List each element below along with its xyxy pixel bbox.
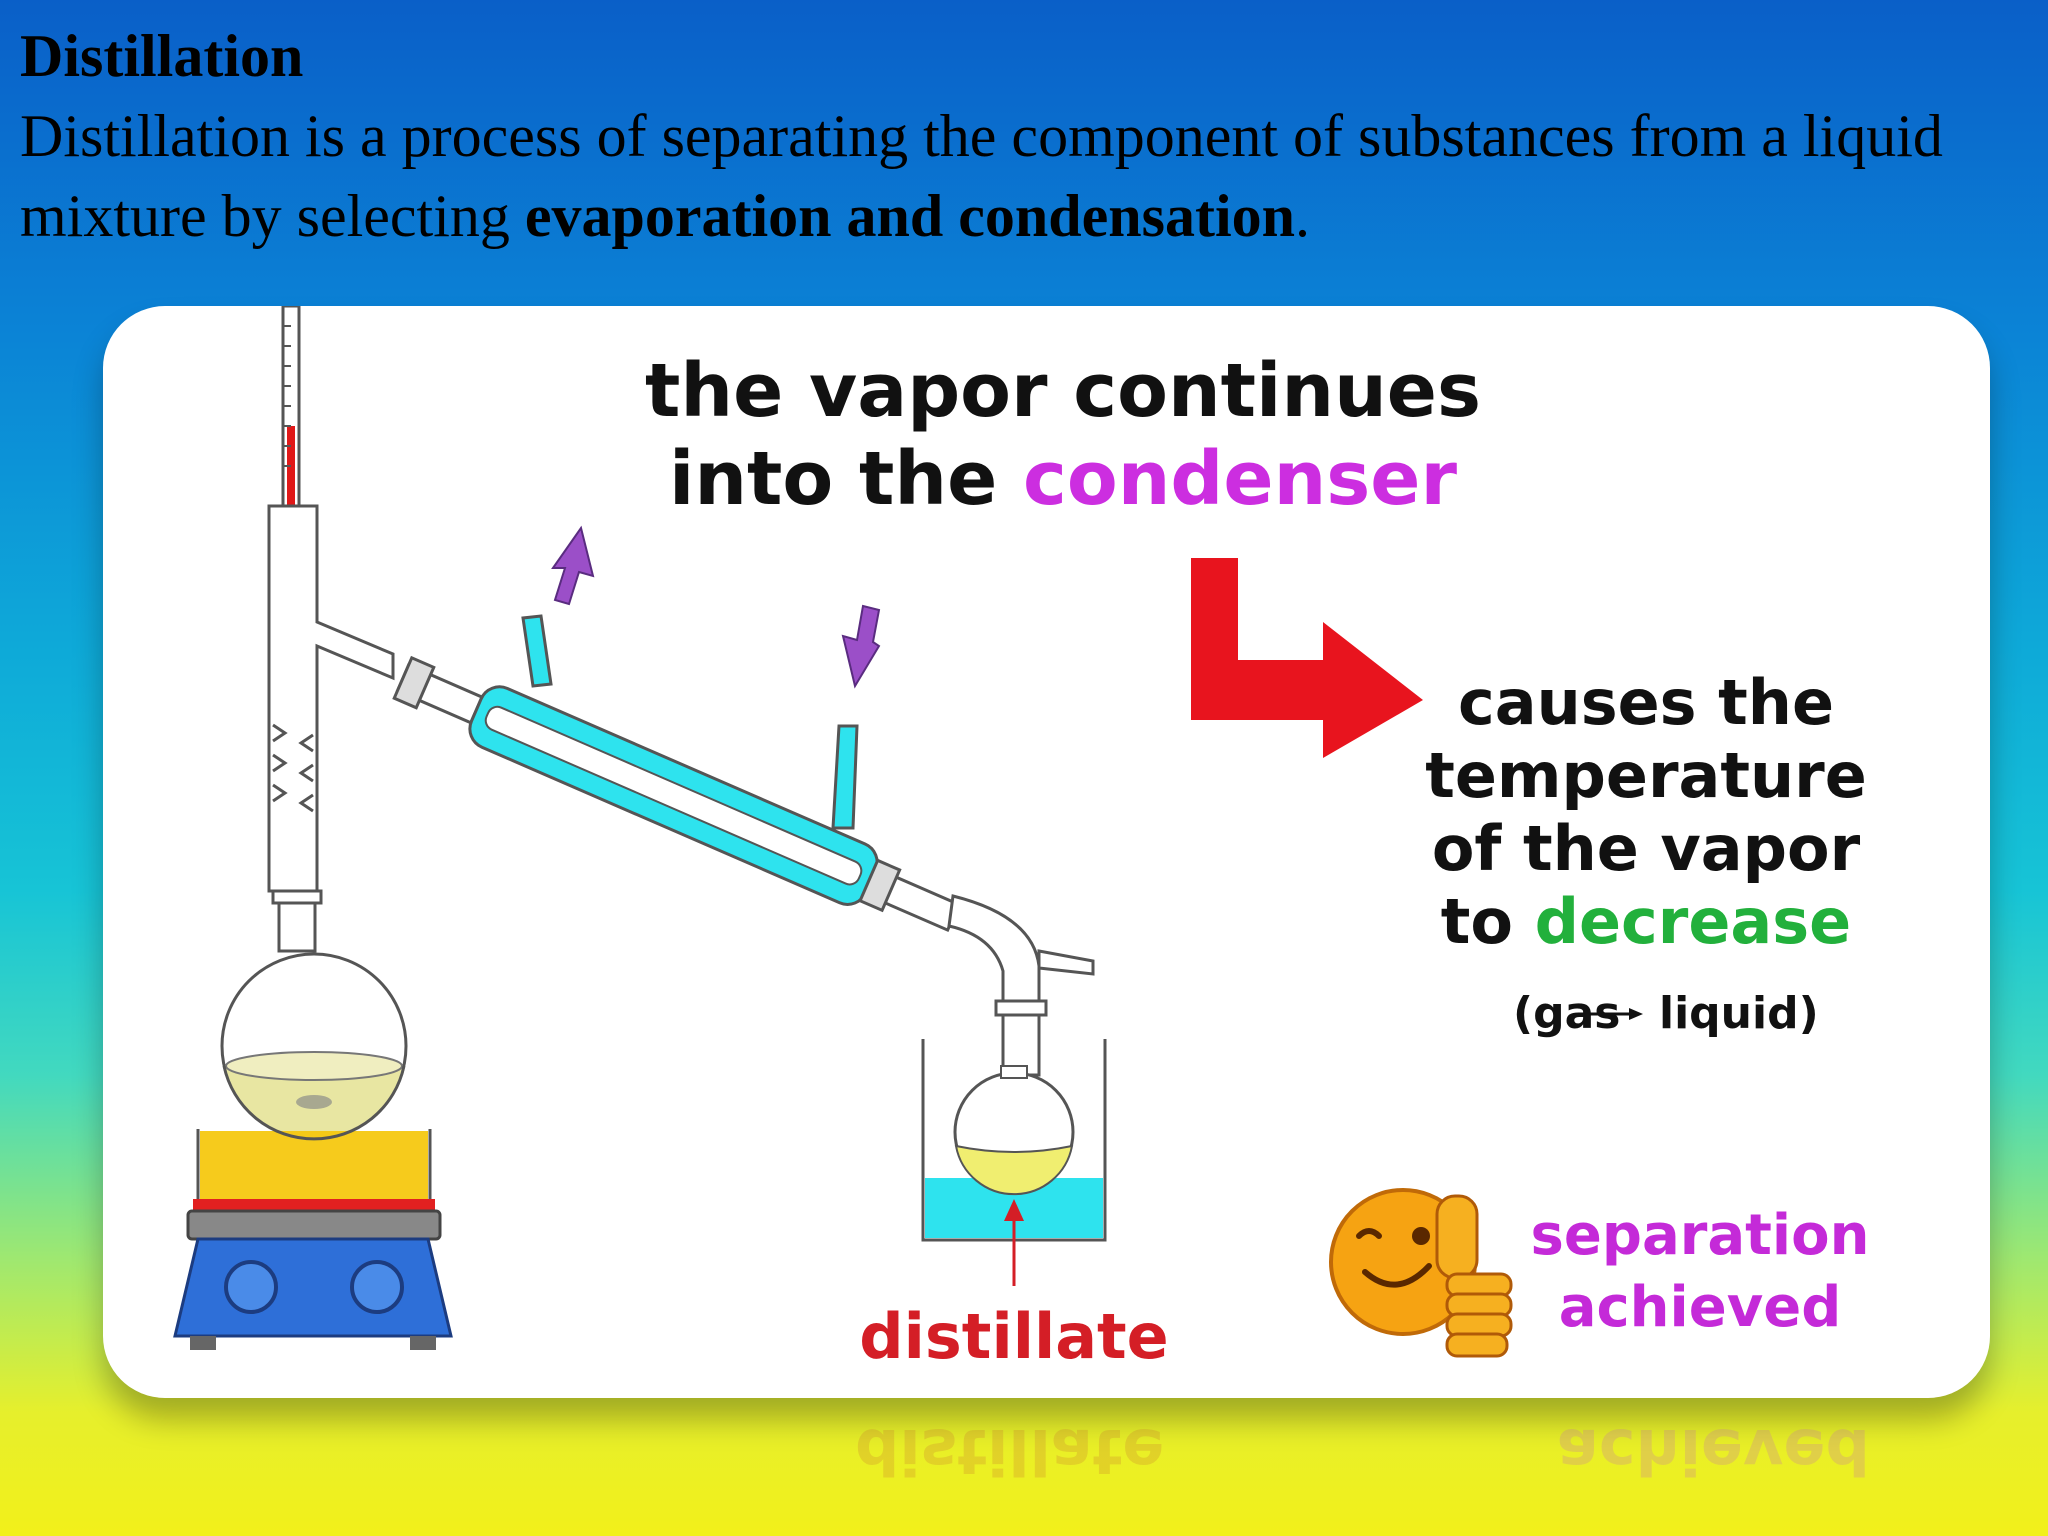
thumbs-up-smiley-icon	[1329, 1188, 1513, 1358]
slide-heading: Distillation Distillation is a process o…	[20, 16, 2030, 256]
distillation-column	[267, 504, 395, 953]
causes-text-line4: to decrease	[1441, 885, 1851, 958]
separation-text-line2: achieved	[1559, 1275, 1842, 1340]
gas-to-liquid-arrow-icon	[1585, 1008, 1643, 1020]
description-bold-text: evaporation and condensation	[524, 183, 1296, 249]
condenser	[392, 655, 961, 933]
water-in-arrow	[841, 604, 881, 689]
reflection-content: distillate achieved	[103, 1400, 1990, 1536]
description-text: Distillation is a process of separating …	[20, 103, 1943, 249]
reflection-achieved-text: achieved	[1557, 1415, 1870, 1488]
liquid-label: liquid)	[1659, 988, 1819, 1039]
reflection-distillate-text: distillate	[855, 1415, 1165, 1488]
distillation-diagram: the vapor continues into the condenser c…	[173, 306, 1870, 1373]
slide-description: Distillation is a process of separating …	[20, 96, 2030, 256]
causes-text-line1: causes the	[1458, 666, 1834, 739]
condenser-highlight: condenser	[1023, 436, 1457, 522]
causes-text-line3: of the vapor	[1432, 812, 1861, 885]
distillate-label: distillate	[859, 1300, 1168, 1373]
distillate-pointer-arrow	[1004, 1199, 1024, 1286]
heating-bath	[193, 1065, 435, 1213]
vapor-text-line2: into the condenser	[669, 436, 1457, 522]
red-bent-arrow	[1191, 558, 1423, 758]
separation-text-line1: separation	[1531, 1203, 1870, 1268]
vapor-text-line1: the vapor continues	[645, 348, 1481, 434]
slide-title: Distillation	[20, 23, 304, 89]
decrease-highlight: decrease	[1535, 885, 1852, 958]
description-period: .	[1295, 183, 1311, 249]
causes-text-line2: temperature	[1425, 739, 1867, 812]
vapor-text-prefix: into the	[669, 436, 1023, 522]
distillation-diagram-card: the vapor continues into the condenser c…	[103, 306, 1990, 1398]
causes-text-prefix: to	[1441, 885, 1535, 958]
receiving-beaker	[921, 1039, 1107, 1242]
receiving-adapter	[947, 894, 1095, 1077]
water-out-arrow	[551, 525, 595, 606]
card-reflection: distillate achieved	[103, 1400, 1990, 1536]
condenser-nozzles	[521, 614, 859, 830]
column-indentations	[272, 723, 314, 813]
hot-plate	[173, 1209, 453, 1350]
